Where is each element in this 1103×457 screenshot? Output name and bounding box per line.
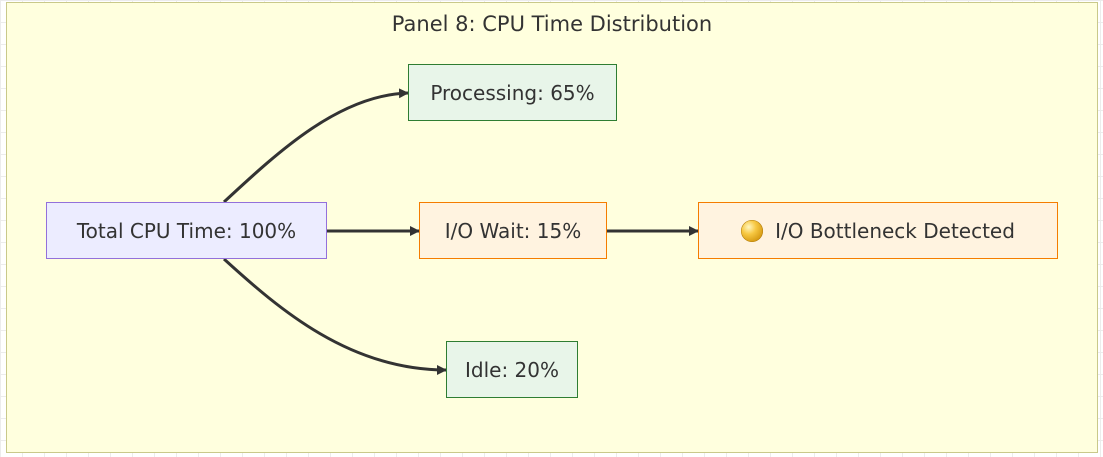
node-processing-label: Processing: 65% [430, 80, 595, 105]
edge-total-to-idle [222, 257, 447, 375]
edge-total-to-processing [222, 88, 409, 204]
node-io-wait-label: I/O Wait: 15% [444, 218, 582, 243]
panel-title: Panel 8: CPU Time Distribution [391, 12, 713, 36]
node-processing[interactable]: Processing: 65% [408, 64, 617, 121]
node-total-cpu-time-label: Total CPU Time: 100% [76, 218, 297, 243]
node-io-bottleneck[interactable]: I/O Bottleneck Detected [698, 202, 1058, 259]
node-io-wait[interactable]: I/O Wait: 15% [419, 202, 607, 259]
yellow-circle-icon [741, 219, 764, 242]
node-idle[interactable]: Idle: 20% [446, 341, 578, 398]
node-total-cpu-time[interactable]: Total CPU Time: 100% [46, 202, 327, 259]
node-io-bottleneck-label: I/O Bottleneck Detected [775, 218, 1015, 243]
node-idle-label: Idle: 20% [464, 357, 559, 382]
